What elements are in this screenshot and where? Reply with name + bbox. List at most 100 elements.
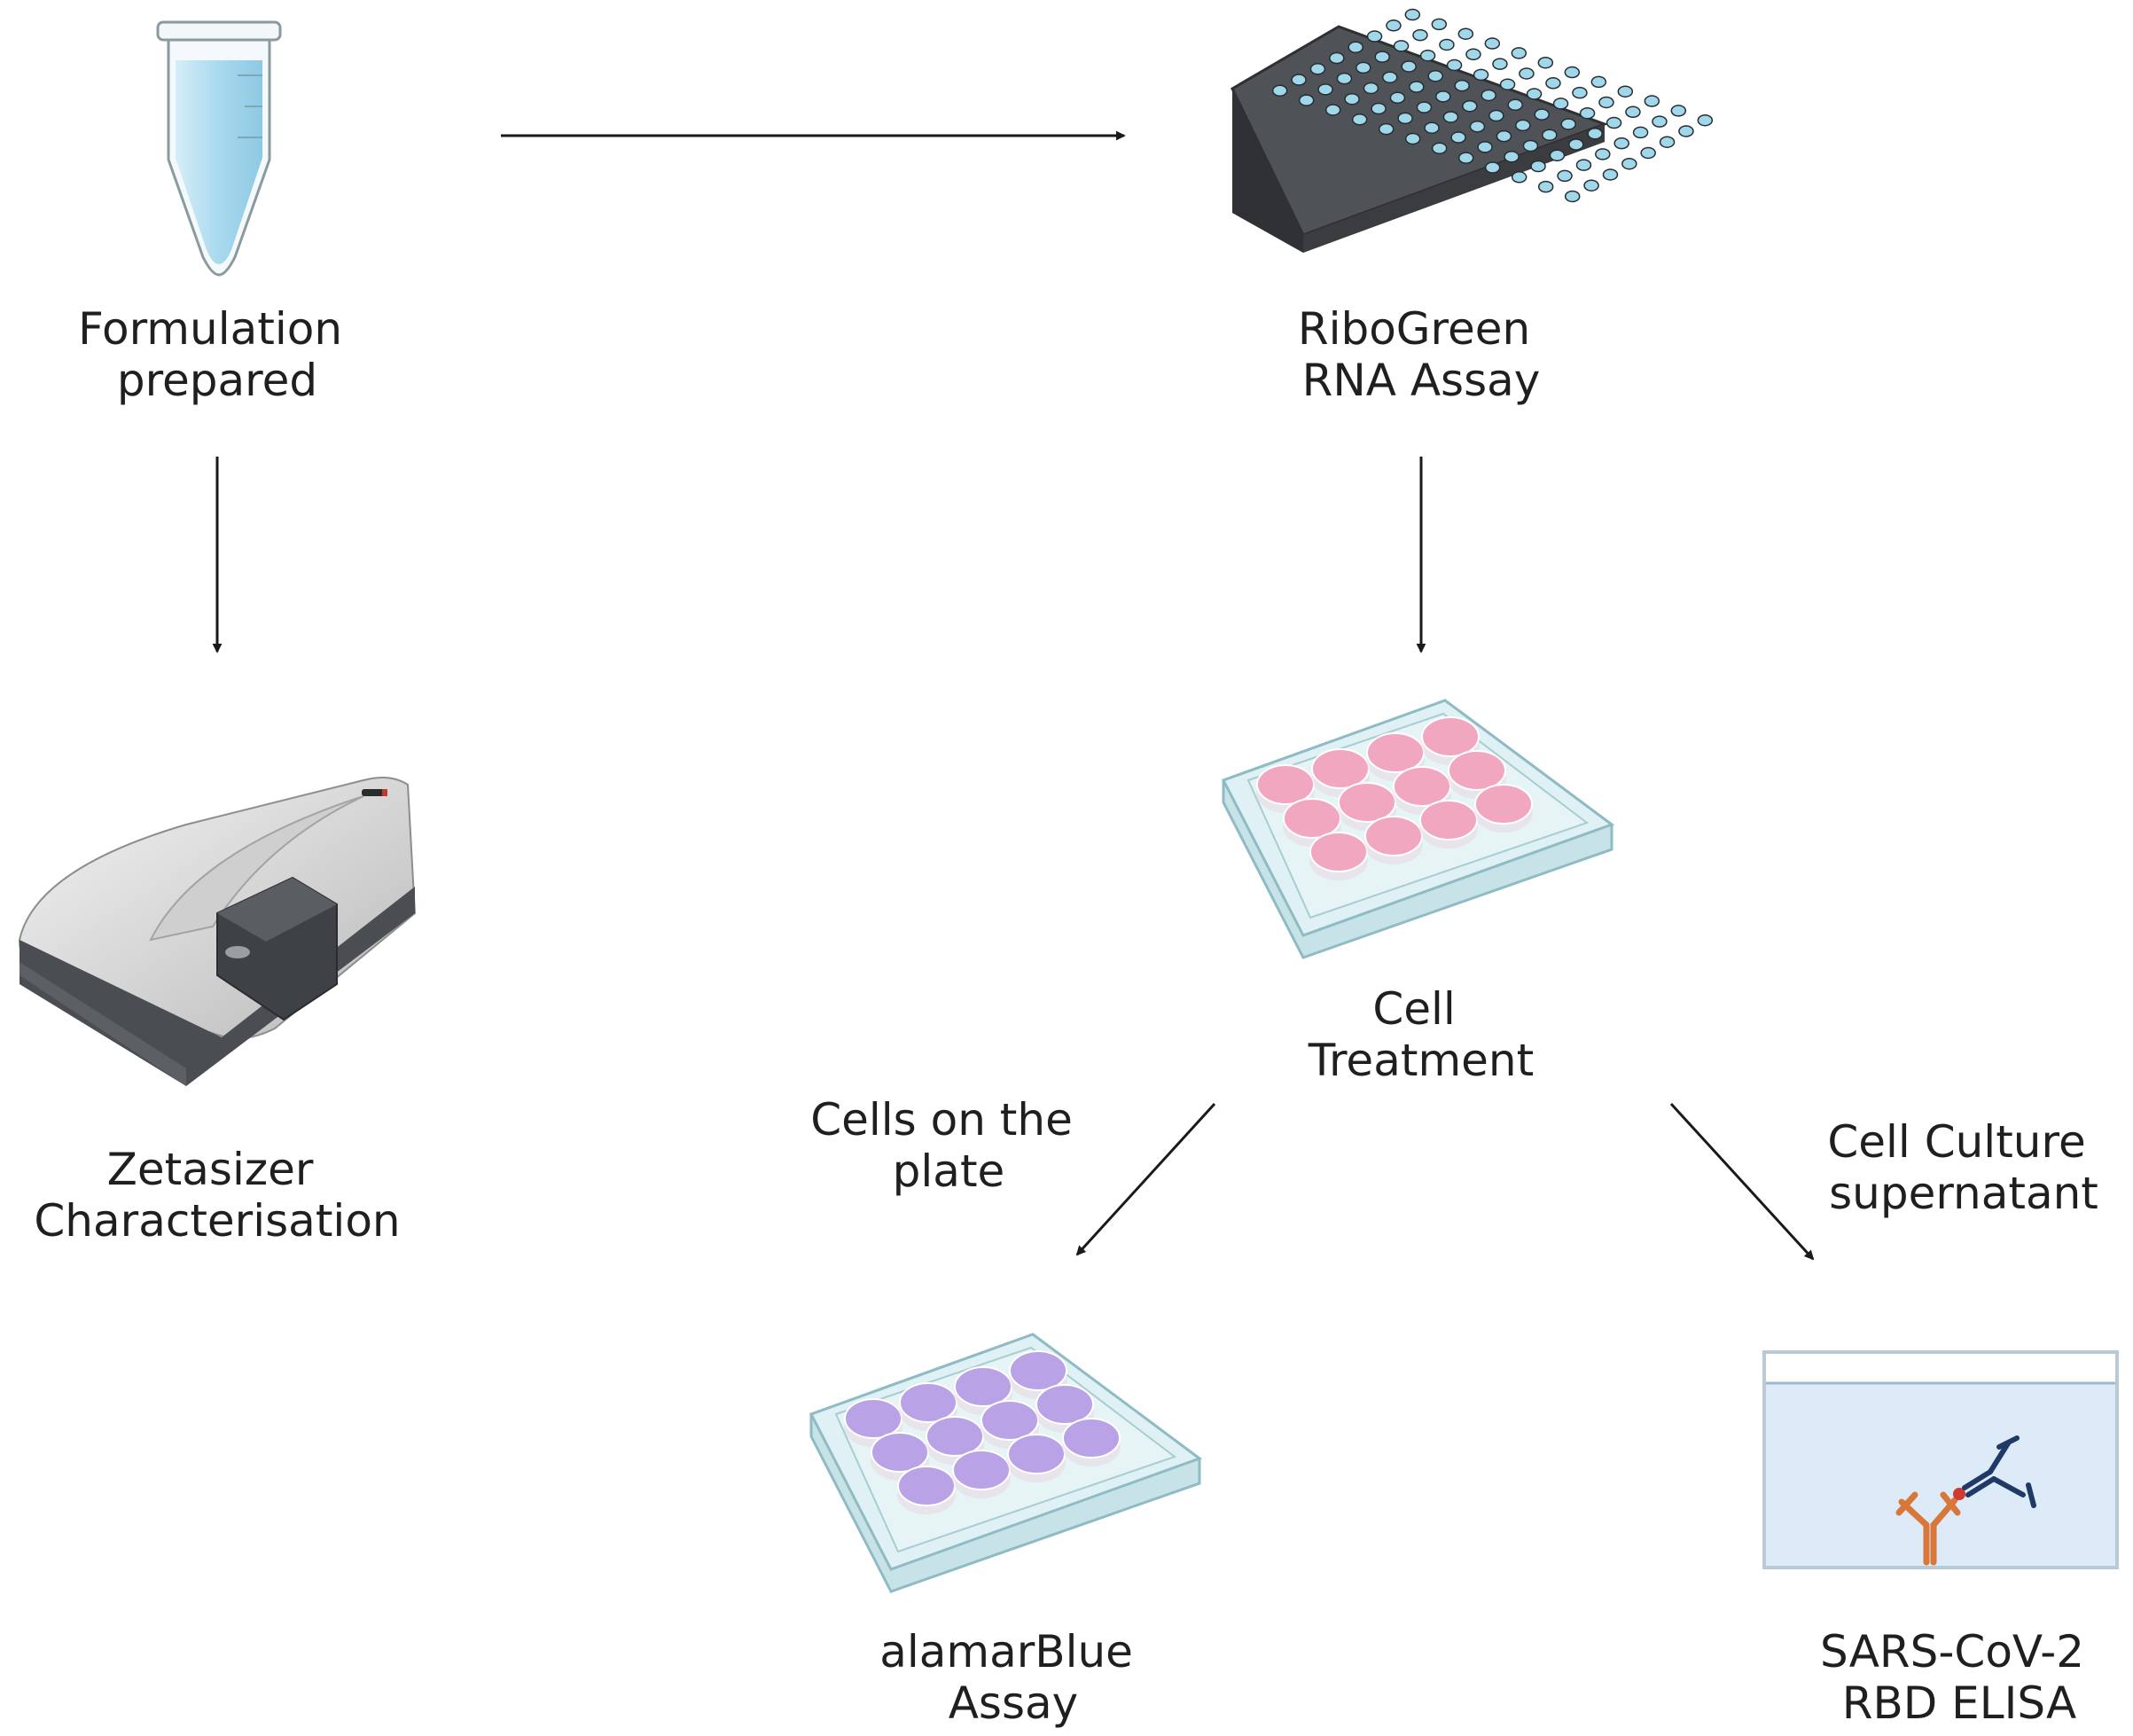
well [1386, 20, 1402, 32]
well [1549, 149, 1566, 162]
well [1640, 146, 1656, 160]
cell-treatment-label-line1: Cell [1372, 983, 1455, 1035]
well [1522, 139, 1539, 152]
well [1632, 126, 1649, 139]
ribogreen-label: RiboGreen RNA Assay [1298, 303, 1544, 406]
well [1583, 179, 1599, 192]
well [1378, 122, 1395, 136]
elisa-label: SARS-CoV-2 RBD ELISA [1820, 1626, 2098, 1729]
well [1283, 798, 1341, 839]
alamarblue-label: alamarBlue Assay [879, 1626, 1147, 1729]
well [1587, 128, 1603, 140]
well [1515, 119, 1531, 132]
well [1488, 109, 1504, 122]
well [1431, 18, 1448, 31]
zetasizer-label-line2: Characterisation [34, 1195, 400, 1247]
well [1364, 816, 1423, 856]
well [1421, 716, 1480, 757]
well [1519, 67, 1535, 80]
well [1496, 129, 1512, 143]
well [1537, 56, 1554, 69]
well [1477, 141, 1493, 153]
well [1542, 129, 1558, 141]
well [1427, 70, 1443, 82]
alamarblue-label-line2: Assay [949, 1677, 1079, 1729]
well [1344, 92, 1360, 106]
well-grid-12-purple [844, 1350, 1121, 1514]
well [1457, 152, 1474, 164]
well [952, 1450, 1011, 1490]
well [1590, 75, 1607, 89]
ribogreen-label-line1: RiboGreen [1298, 303, 1530, 355]
arrow-cell-treatment-to-elisa [1669, 1102, 1815, 1261]
well-grid-96 [1271, 8, 1714, 203]
cell-treatment-label-line2: Treatment [1308, 1035, 1534, 1086]
well [1462, 99, 1478, 113]
well [1351, 113, 1368, 126]
well [1534, 108, 1550, 121]
well [1416, 101, 1433, 113]
well [1545, 77, 1561, 90]
well [1393, 766, 1451, 807]
well [981, 1400, 1039, 1441]
well [1374, 51, 1390, 63]
formulation-label-line1: Formulation [78, 303, 342, 355]
well [1356, 61, 1371, 74]
well [1442, 111, 1459, 123]
cells-on-plate-label-line2: plate [893, 1146, 1005, 1197]
formulation-label-line2: prepared [117, 355, 317, 406]
cell-treatment-label: Cell Treatment [1308, 983, 1534, 1086]
well [1419, 49, 1436, 62]
12-well-plate-pink-icon [1221, 699, 1615, 959]
well [1397, 112, 1413, 125]
well [1564, 66, 1581, 79]
microcentrifuge-tube-icon [156, 20, 282, 277]
well [1298, 94, 1315, 106]
well [1526, 88, 1543, 100]
well [1291, 74, 1307, 86]
well [1492, 58, 1508, 70]
supernatant-label-line1: Cell Culture [1827, 1116, 2085, 1168]
elisa-label-line1: SARS-CoV-2 [1820, 1626, 2084, 1677]
well [1504, 150, 1520, 163]
well [1009, 1350, 1067, 1391]
well [1617, 85, 1634, 98]
well [1309, 63, 1326, 75]
well [1481, 89, 1496, 102]
well [1363, 82, 1379, 95]
well [1338, 782, 1396, 823]
well [1366, 732, 1425, 773]
well [1348, 41, 1363, 54]
elisa-well-antibody-icon [1762, 1350, 2119, 1569]
well [1404, 132, 1421, 145]
well [1560, 118, 1576, 130]
well [1652, 115, 1668, 128]
well [1575, 159, 1592, 171]
well [1446, 59, 1463, 72]
well [1382, 71, 1398, 83]
cells-on-plate-label: Cells on the plate [810, 1094, 1087, 1197]
well [1317, 83, 1333, 96]
well [1499, 78, 1516, 90]
well [897, 1466, 956, 1506]
well [1439, 38, 1455, 51]
well [1613, 137, 1629, 150]
well [1579, 106, 1596, 120]
well [1389, 91, 1406, 105]
well [1454, 79, 1470, 92]
well [1401, 60, 1417, 73]
well [1621, 157, 1637, 170]
well [899, 1382, 957, 1423]
well [1062, 1418, 1121, 1458]
supernatant-label: Cell Culture supernatant [1827, 1116, 2099, 1219]
well [1404, 8, 1421, 21]
well [1484, 161, 1501, 174]
well [1595, 148, 1611, 160]
well [1457, 27, 1474, 40]
well [1371, 102, 1387, 115]
well [1644, 95, 1660, 107]
well [1511, 47, 1527, 59]
detection-antibody-icon [1962, 1435, 2036, 1508]
well [1530, 160, 1546, 173]
